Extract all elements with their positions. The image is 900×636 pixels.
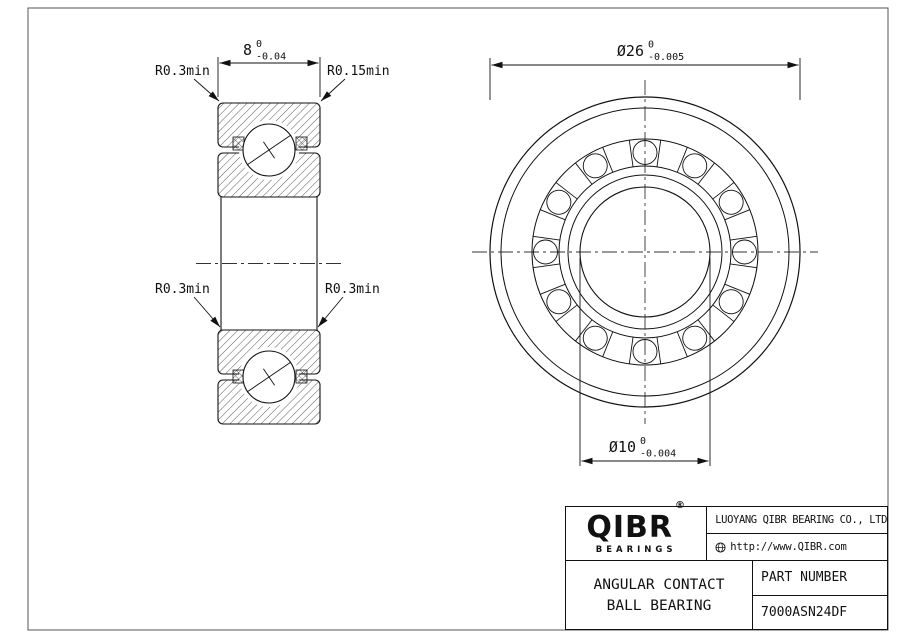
section-view: 8 0 -0.04 R0.3min R0.15min R0.3min R0.3m… (155, 39, 390, 425)
website-row: http://www.QIBR.com (707, 534, 887, 560)
dim-bore-tol-lower: -0.004 (640, 449, 676, 460)
title-block-detail-row: ANGULAR CONTACT BALL BEARING PART NUMBER… (566, 561, 887, 629)
cage-section-right (295, 136, 308, 151)
title-block: QIBR® BEARINGS LUOYANG QIBR BEARING CO.,… (565, 500, 888, 630)
inner-ring-chamfer-circle (567, 174, 723, 330)
dim-bore-diameter: Ø10 0 -0.004 (579, 258, 711, 466)
label-r03-top-left: R0.3min (155, 64, 210, 79)
label-r03-bottom-left: R0.3min (155, 282, 210, 297)
part-number-value: 7000ASN24DF (761, 604, 848, 620)
product-name-cell: ANGULAR CONTACT BALL BEARING (566, 561, 753, 629)
section-top-half (217, 102, 321, 198)
part-number-cell: PART NUMBER 7000ASN24DF (753, 561, 887, 629)
radius-callouts: R0.3min R0.15min R0.3min R0.3min (155, 64, 390, 328)
part-number-label: PART NUMBER (753, 561, 887, 596)
dim-width: 8 0 -0.04 (217, 39, 321, 97)
label-r015-top-right: R0.15min (327, 64, 390, 79)
dim-outer-tol-upper: 0 (648, 40, 654, 51)
contact-angle-tick (263, 141, 275, 159)
brand-logo: QIBR® (586, 500, 686, 545)
section-bottom-half (217, 329, 321, 425)
balls (533, 140, 757, 364)
logo-cell: QIBR® BEARINGS (566, 500, 708, 560)
inner-raceway-circle (558, 165, 732, 339)
cage-section-right (295, 369, 308, 384)
product-name-line1: ANGULAR CONTACT (593, 576, 725, 593)
contact-angle-tick (263, 368, 275, 386)
bore-circle (579, 186, 711, 318)
logo-subtitle: BEARINGS (595, 544, 677, 555)
product-name-line2: BALL BEARING (606, 597, 712, 614)
outer-diameter-circle (489, 96, 801, 408)
dim-width-value: 8 (243, 41, 252, 59)
logo-text: QIBR (586, 509, 673, 545)
dim-width-tol-lower: -0.04 (256, 52, 286, 63)
cage-pockets (532, 139, 758, 365)
dim-width-tol-upper: 0 (256, 39, 262, 50)
sheet-border (27, 7, 889, 631)
label-r03-bottom-right: R0.3min (325, 282, 380, 297)
company-name: LUOYANG QIBR BEARING CO., LTD (707, 507, 887, 534)
globe-icon (715, 541, 726, 553)
company-cell: LUOYANG QIBR BEARING CO., LTD http://www… (707, 507, 887, 560)
registered-trademark-icon: ® (674, 499, 686, 511)
dim-bore-value: Ø10 (609, 438, 636, 456)
website-url: http://www.QIBR.com (730, 541, 847, 553)
front-view: Ø26 0 -0.005 Ø10 0 -0.004 (472, 40, 818, 466)
title-block-header-row: QIBR® BEARINGS LUOYANG QIBR BEARING CO.,… (566, 500, 887, 561)
outer-raceway-circle (531, 138, 759, 366)
cage-section-left (232, 136, 245, 151)
bearing-rings (489, 96, 801, 408)
cage-section-left (232, 369, 245, 384)
dim-outer-value: Ø26 (617, 42, 644, 60)
outer-ring-chamfer-circle (500, 107, 790, 397)
dim-outer-tol-lower: -0.005 (648, 52, 684, 63)
dim-outer-diameter: Ø26 0 -0.005 (489, 40, 801, 100)
dim-bore-tol-upper: 0 (640, 436, 646, 447)
